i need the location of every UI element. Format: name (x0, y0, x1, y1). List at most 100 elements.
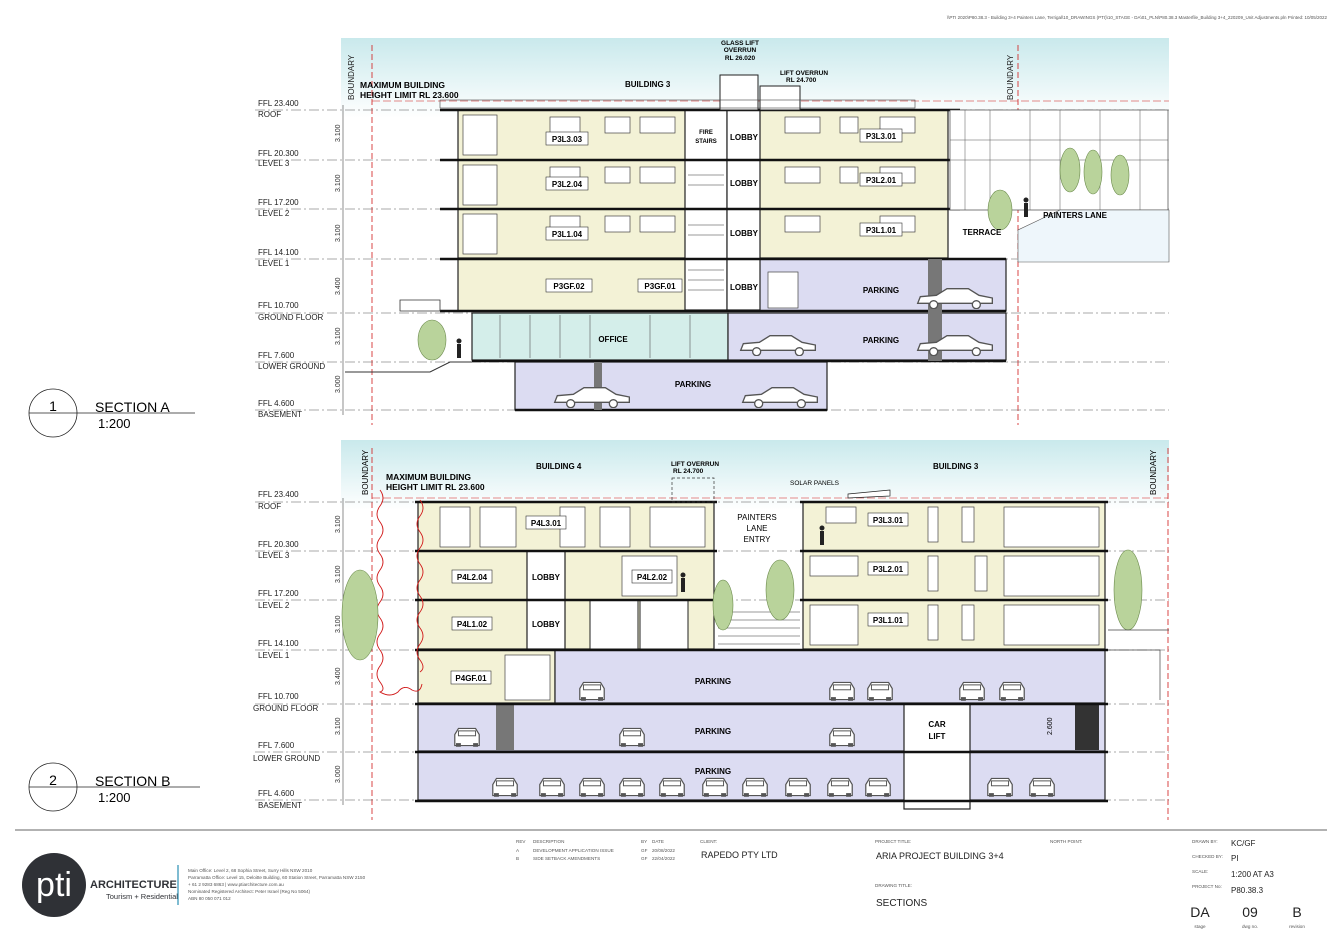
file-path: \\PTI 2020\P80.38.3 - Building 3+4 Paint… (947, 15, 1328, 20)
svg-text:1:200 AT A3: 1:200 AT A3 (1231, 870, 1274, 879)
section-b-title: SECTION B (95, 773, 170, 789)
unit-label: P3L3.01 (866, 132, 897, 141)
dim-labels-b: 3.100 3.100 3.100 3.400 3.100 3.000 (335, 515, 342, 783)
dwg-value: 09 (1242, 904, 1258, 920)
svg-text:FFL 14.100: FFL 14.100 (258, 248, 299, 257)
svg-text:ABN 80 050 071 012: ABN 80 050 071 012 (188, 896, 231, 901)
svg-text:FFL 20.300: FFL 20.300 (258, 149, 299, 158)
svg-text:3.000: 3.000 (335, 765, 342, 783)
address-lines: Main Office: Level 2, 68 Sophia Street, … (188, 868, 366, 901)
painters-lane-label: PAINTERS LANE (1043, 211, 1108, 220)
parking-label: PARKING (675, 380, 711, 389)
dim-2600-label: 2.600 (1047, 717, 1054, 735)
entry-label-3: ENTRY (744, 535, 772, 544)
section-b: BOUNDARY BOUNDARY (28, 440, 1169, 820)
svg-text:LOWER GROUND: LOWER GROUND (258, 362, 325, 371)
ground-line-a (345, 361, 472, 373)
svg-text:FFL 10.700: FFL 10.700 (258, 692, 299, 701)
title-block: pti ARCHITECTURE Tourism + Residential M… (15, 829, 1327, 929)
svg-text:3.100: 3.100 (335, 615, 342, 633)
lobby-label: LOBBY (730, 179, 759, 188)
parking-label: PARKING (695, 767, 731, 776)
lift-overrun-b (671, 477, 715, 503)
lobby-label: LOBBY (730, 283, 759, 292)
project-caption: PROJECT TITLE: (875, 839, 911, 844)
svg-text:BASEMENT: BASEMENT (258, 801, 302, 810)
unit-label: P4L1.02 (457, 620, 488, 629)
solar-panels-label: SOLAR PANELS (790, 480, 840, 487)
parking-label: PARKING (695, 727, 731, 736)
svg-text:+ 61 2 9283 6863 | www.pti: + 61 2 9283 6863 | www.ptiarchitecture.c… (188, 882, 284, 887)
svg-text:3.100: 3.100 (335, 174, 342, 192)
svg-text:FFL 4.600: FFL 4.600 (258, 399, 295, 408)
boundary-label-a-left: BOUNDARY (347, 54, 356, 100)
stair-treads-a (688, 174, 724, 291)
car-icon (865, 777, 891, 798)
lobby-label: LOBBY (532, 573, 561, 582)
svg-text:LEVEL 1: LEVEL 1 (258, 259, 290, 268)
stage-value: DA (1190, 904, 1210, 920)
column-b1 (496, 704, 514, 750)
svg-text:LEVEL 2: LEVEL 2 (258, 209, 290, 218)
car-icon (454, 727, 480, 748)
section-a-number: 1 (49, 398, 57, 414)
lift-overrun-label-b2: RL 24.700 (673, 468, 704, 475)
unit-label: P4L2.02 (637, 573, 668, 582)
svg-text:DRAWN BY:: DRAWN BY: (1192, 839, 1218, 844)
person-icon (456, 338, 462, 358)
revision-cloud-left (376, 489, 423, 696)
unit-label: P3L2.01 (866, 176, 897, 185)
sky-b (341, 440, 1169, 510)
height-limit-b-line1: MAXIMUM BUILDING (386, 472, 471, 482)
car-icon (579, 777, 605, 798)
svg-text:3.100: 3.100 (335, 327, 342, 345)
svg-text:FFL 23.400: FFL 23.400 (258, 99, 299, 108)
project-title: ARIA PROJECT BUILDING 3+4 (876, 851, 1004, 861)
svg-text:CHECKED BY:: CHECKED BY: (1192, 854, 1223, 859)
tourism-label: Tourism + Residential (106, 892, 178, 901)
svg-text:GROUND FLOOR: GROUND FLOOR (258, 313, 324, 322)
car-icon (829, 681, 855, 702)
svg-text:LEVEL 2: LEVEL 2 (258, 601, 290, 610)
trees-a (417, 147, 1130, 361)
svg-text:FFL 4.600: FFL 4.600 (258, 789, 295, 798)
car-icon (987, 777, 1013, 798)
trees-b (341, 549, 1143, 661)
fire-stairs-label-1: FIRE (699, 130, 713, 136)
svg-text:FFL 17.200: FFL 17.200 (258, 198, 299, 207)
client-caption: CLIENT: (700, 839, 717, 844)
height-limit-a-line2: HEIGHT LIMIT RL 23.600 (360, 90, 459, 100)
car-lift-shaft (903, 703, 971, 810)
unit-label: P3L1.04 (552, 230, 583, 239)
svg-text:LOWER GROUND: LOWER GROUND (253, 754, 320, 763)
unit-label: P3L2.04 (552, 180, 583, 189)
car-icon (539, 777, 565, 798)
svg-text:GROUND FLOOR: GROUND FLOOR (253, 704, 319, 713)
dim-labels-a: 3.100 3.100 3.100 3.400 3.100 3.000 (335, 124, 342, 393)
svg-text:GF: GF (641, 848, 648, 853)
car-icon (867, 681, 893, 702)
client-name: RAPEDO PTY LTD (701, 850, 778, 860)
stage-caption: stage (1194, 924, 1206, 929)
person-icon (819, 525, 825, 545)
car-icon (829, 727, 855, 748)
parking-label: PARKING (695, 677, 731, 686)
svg-text:22/04/2022: 22/04/2022 (652, 856, 675, 861)
slabs-b (415, 500, 1108, 803)
glass-lift-label-1: GLASS LIFT (721, 40, 759, 47)
neighbour-b (1108, 629, 1169, 700)
svg-text:3.100: 3.100 (335, 515, 342, 533)
lobby-label: LOBBY (730, 133, 759, 142)
boundary-label-a-right: BOUNDARY (1006, 54, 1015, 100)
building-label-a: BUILDING 3 (625, 80, 671, 89)
revision-cloud-right (416, 499, 424, 673)
svg-text:3.100: 3.100 (335, 224, 342, 242)
office-glazing-a (499, 315, 691, 358)
svg-text:3.400: 3.400 (335, 667, 342, 685)
lobby-label: LOBBY (532, 620, 561, 629)
solar-panels-b (847, 489, 891, 499)
car-icon (702, 777, 728, 798)
